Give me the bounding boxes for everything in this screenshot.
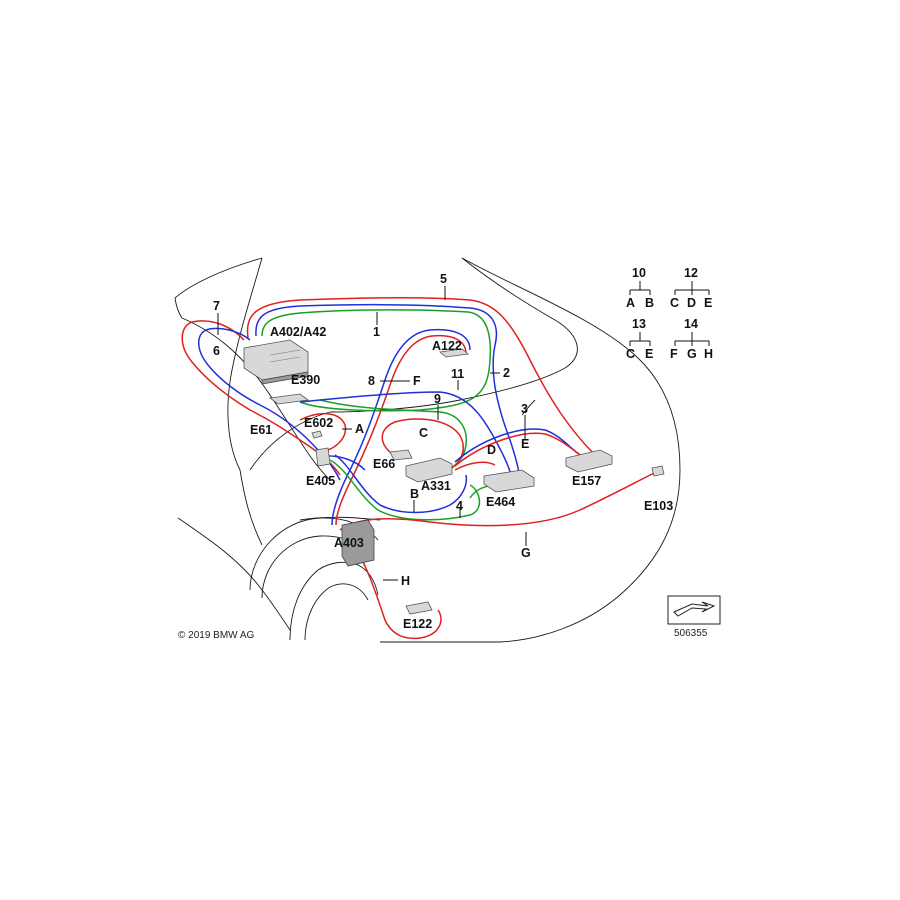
module-a402 [243,339,309,385]
label-D: D [487,443,496,457]
label-e61: E61 [250,423,272,437]
module-e464 [483,469,535,493]
harness-4-green [329,459,481,521]
car-body-outline [174,257,681,643]
label-4: 4 [456,499,463,513]
leader-lines [217,286,527,581]
label-a122: A122 [432,339,462,353]
module-a403 [341,519,375,567]
legend-10-sub-b: B [645,296,654,310]
label-e66: E66 [373,457,395,471]
label-e464: E464 [486,495,515,509]
harness-7-red [181,320,341,476]
label-B: B [410,487,419,501]
module-e602 [311,430,323,439]
label-9: 9 [434,392,441,406]
label-H: H [401,574,410,588]
label-e157: E157 [572,474,601,488]
legend-14-sub-f: F [670,347,678,361]
harness-E-red [454,432,586,467]
callout-labels: 5 7 6 A402/A42 1 A122 2 E390 8 F 11 9 3 … [213,272,673,631]
module-e405 [315,447,331,467]
module-a331 [405,457,453,483]
harness-8-blue [331,328,471,526]
module-e66 [389,449,413,461]
copyright: © 2019 BMW AG [178,630,255,641]
label-1: 1 [373,325,380,339]
label-e602: E602 [304,416,333,430]
harness-5-red [246,296,596,456]
label-8: 8 [368,374,375,388]
label-A: A [355,422,364,436]
view-arrow-icon [667,595,721,625]
legend-14-sub-g: G [687,347,697,361]
harness-B-blue [334,454,468,514]
label-a403: A403 [334,536,364,550]
harness-G-red [339,469,661,531]
label-E: E [521,437,529,451]
legend-group-10: 10 A B [626,266,654,310]
harness-1-green [261,309,492,412]
legend-14-sub-h: H [704,347,713,361]
label-C: C [419,426,428,440]
harness-A-red [299,413,347,453]
module-a122 [439,348,469,358]
harness-H-red [349,539,442,640]
label-e103: E103 [644,499,673,513]
legend-group-12: 12 C D E [670,266,712,310]
legend-12-sub-d: D [687,296,696,310]
module-e103 [651,465,665,477]
label-7: 7 [213,299,220,313]
harness-11-blue [299,391,513,479]
legend-12-number: 12 [684,266,698,280]
label-G: G [521,546,531,560]
legend-10-number: 10 [632,266,646,280]
label-6: 6 [213,344,220,358]
label-F: F [413,374,421,388]
harness-E-blue [454,428,581,463]
harness-8-red [335,334,467,526]
harness-C-red [381,418,464,469]
label-11: 11 [451,367,464,381]
label-2: 2 [503,366,510,380]
image-number: 506355 [674,628,708,639]
legend-10-sub-a: A [626,296,635,310]
harness-D-red [454,461,496,471]
label-e405: E405 [306,474,335,488]
components [243,339,665,615]
label-5: 5 [440,272,447,286]
legend-13-number: 13 [632,317,646,331]
legend-13-sub-c: C [626,347,635,361]
legend-14-number: 14 [684,317,698,331]
legend-group-13: 13 C E [626,317,653,361]
legend-13-sub-e: E [645,347,653,361]
harness-1-blue [255,303,521,479]
legend-group-14: 14 F G H [670,317,713,361]
module-e390 [268,393,310,405]
label-e390: E390 [291,373,320,387]
legend-12-sub-e: E [704,296,712,310]
module-e157 [565,449,613,473]
label-a402: A402/A42 [270,325,326,339]
legend-12-sub-c: C [670,296,679,310]
label-a331: A331 [421,479,451,493]
module-e122 [405,601,433,615]
label-3: 3 [521,402,528,416]
label-e122: E122 [403,617,432,631]
